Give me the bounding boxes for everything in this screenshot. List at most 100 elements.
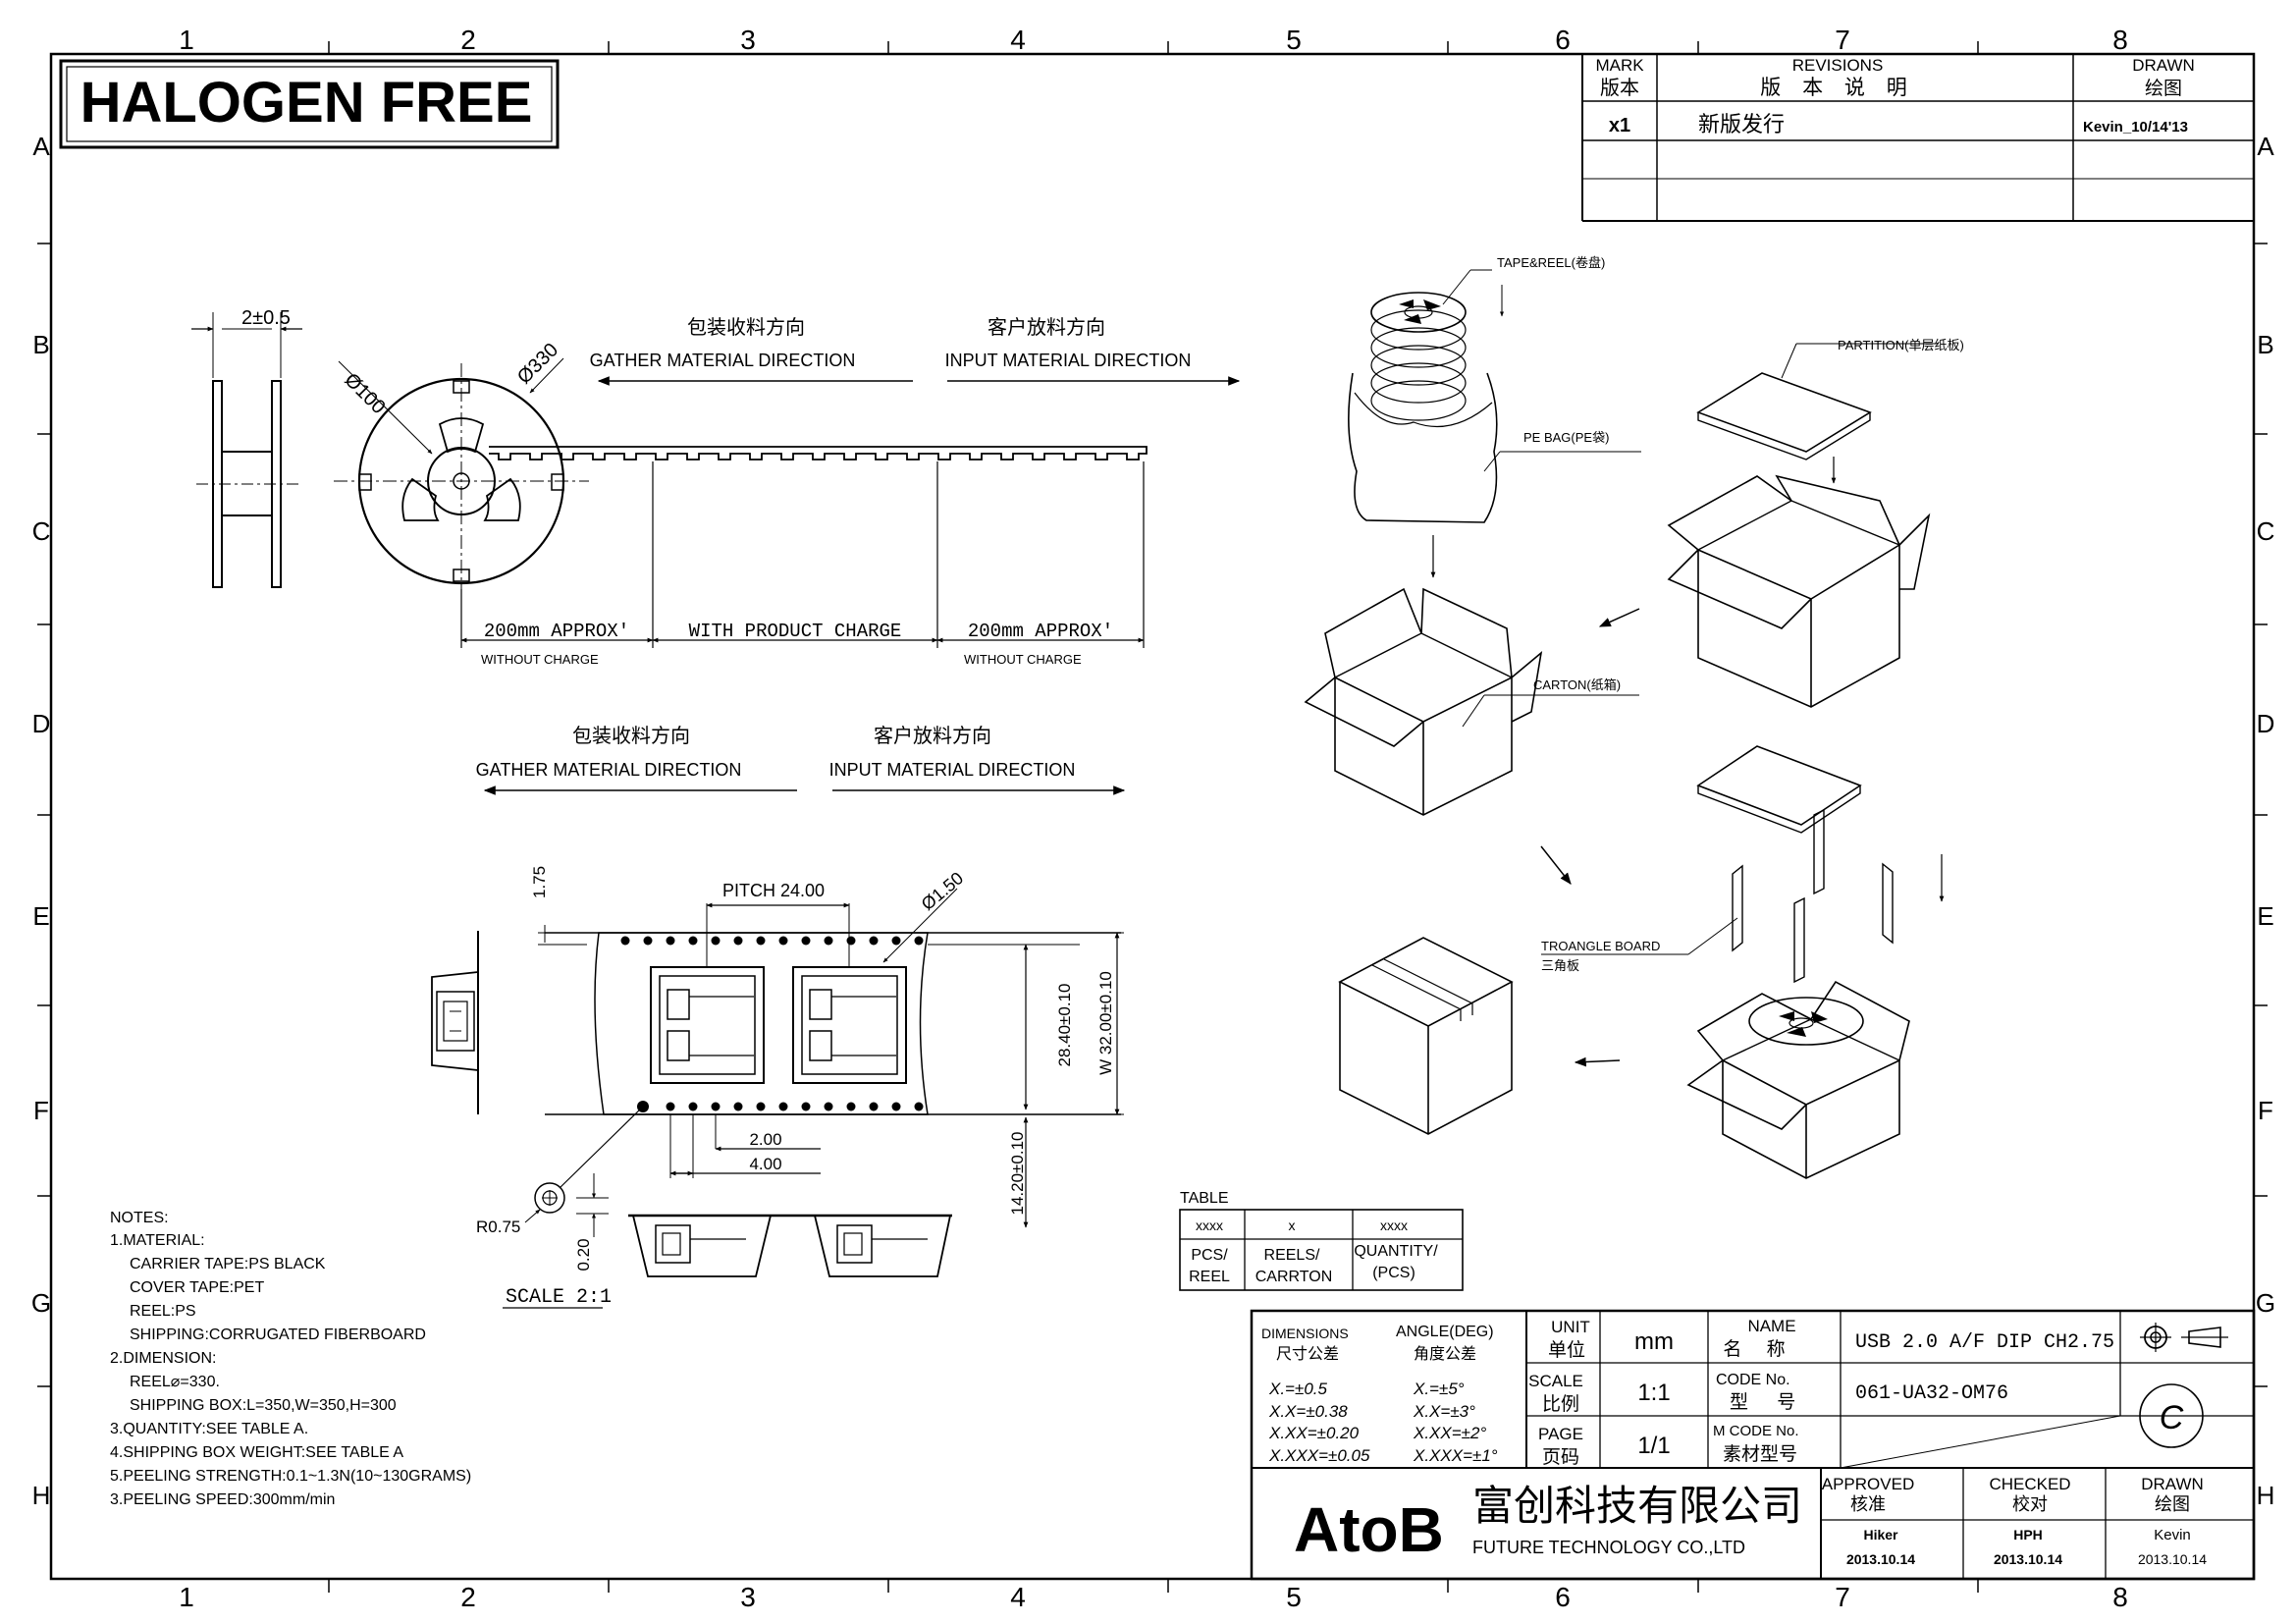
- dim-reel-diameter: Ø330: [513, 339, 562, 388]
- tb-dimensions: DIMENSIONS: [1261, 1326, 1349, 1341]
- reel-direction-labels: 包装收料方向 GATHER MATERIAL DIRECTION 客户放料方向 …: [590, 316, 1241, 386]
- tb-checked-cn: 校对: [2012, 1494, 2048, 1514]
- rev-mark-header: MARK: [1595, 56, 1644, 75]
- dim-020: 0.20: [574, 1238, 593, 1271]
- note-heading: NOTES:: [110, 1210, 169, 1226]
- grid-row-label: H: [2257, 1481, 2275, 1510]
- grid-row-label: A: [32, 132, 50, 161]
- dim-tape-width: W 32.00±0.10: [1096, 971, 1115, 1075]
- reel-side-view: 2±0.5: [191, 307, 302, 588]
- grid-row-label: F: [2258, 1096, 2273, 1125]
- grid-column-labels-bottom: 1 2 3 4 5 6 7 8: [179, 1582, 2128, 1612]
- table-cell: REELS/: [1264, 1247, 1320, 1264]
- tb-unit: UNIT: [1551, 1318, 1590, 1336]
- grid-row-labels-right: A B C D E F G H: [2256, 132, 2275, 1510]
- input-direction-cn: 客户放料方向: [988, 316, 1105, 339]
- tape-pocket: [650, 966, 765, 1084]
- grid-col-label: 2: [460, 25, 476, 55]
- leader-left-sub: WITHOUT CHARGE: [481, 652, 599, 667]
- open-carton: [1667, 474, 1931, 708]
- rev-desc-header: REVISIONS: [1792, 56, 1884, 75]
- tb-linear-tol: X.XX=±0.20: [1268, 1424, 1360, 1442]
- dim-hole: Ø1.50: [918, 868, 967, 914]
- carton-label: CARTON(纸箱): [1533, 677, 1621, 692]
- grid-row-label: C: [32, 516, 51, 546]
- grid-row-label: C: [2257, 516, 2275, 546]
- grid-col-label: 5: [1286, 25, 1302, 55]
- carrier-tape-section-view: [628, 1214, 952, 1277]
- tape-reel-label: TAPE&REEL(卷盘): [1497, 255, 1605, 270]
- halogen-free-banner: HALOGEN FREE: [59, 59, 560, 149]
- gather-direction-cn: 包装收料方向: [687, 316, 805, 339]
- notes-block: NOTES: 1.MATERIAL: CARRIER TAPE:PS BLACK…: [110, 1210, 471, 1508]
- banner-text: HALOGEN FREE: [80, 71, 533, 135]
- company-logo: AtoB: [1294, 1494, 1444, 1565]
- grid-row-label: G: [2256, 1288, 2275, 1318]
- reel-tape-strip: 200mm APPROX' WITHOUT CHARGE WITH PRODUC…: [460, 446, 1148, 667]
- carrier-tape-top-view: PITCH 24.00 Ø1.50 1.75 W 32.00±0.10 28.4…: [476, 866, 1124, 1309]
- note-line: SHIPPING BOX:L=350,W=350,H=300: [130, 1397, 397, 1414]
- dim-radius: R0.75: [476, 1218, 520, 1236]
- note-line: 3.QUANTITY:SEE TABLE A.: [110, 1421, 308, 1437]
- title-block: DIMENSIONS 尺寸公差 ANGLE(DEG) 角度公差 X.=±0.5 …: [1250, 1309, 2256, 1581]
- table-cell: REEL: [1189, 1269, 1230, 1285]
- tb-approved-date: 2013.10.14: [1846, 1551, 1915, 1567]
- note-line: REEL⌀=330.: [130, 1374, 220, 1390]
- tb-drawn-by: Kevin: [2154, 1527, 2191, 1543]
- quantity-table: TABLE xxxx x xxxx PCS/ REELS/ QUANTITY/ …: [1179, 1190, 1464, 1291]
- tb-scale-cn: 比例: [1542, 1393, 1579, 1415]
- tb-code-cn: 型 号: [1730, 1391, 1807, 1413]
- grid-row-label: D: [2257, 709, 2275, 738]
- table-cell: CARRTON: [1255, 1269, 1333, 1285]
- tb-unit-cn: 单位: [1548, 1339, 1585, 1361]
- grid-row-label: G: [31, 1288, 51, 1318]
- company-name-cn: 富创科技有限公司: [1472, 1483, 1802, 1529]
- pe-bag-label: PE BAG(PE袋): [1523, 430, 1609, 445]
- leader-right-label: 200mm APPROX': [968, 621, 1113, 642]
- rev-mark-value: x1: [1609, 115, 1630, 136]
- tb-drawn: DRAWN: [2141, 1475, 2204, 1493]
- grid-col-label: 1: [179, 25, 194, 55]
- input-direction: INPUT MATERIAL DIRECTION: [945, 351, 1192, 370]
- note-line: REEL:PS: [130, 1303, 196, 1320]
- dim-2840: 28.40±0.10: [1055, 984, 1074, 1067]
- tb-scale-value: 1:1: [1637, 1380, 1670, 1406]
- tb-checked: CHECKED: [1989, 1475, 2070, 1493]
- tape-direction-labels: 包装收料方向 GATHER MATERIAL DIRECTION 客户放料方向 …: [476, 725, 1126, 795]
- dim-reel-width: 2±0.5: [241, 307, 291, 329]
- packaging-illustration: TAPE&REEL(卷盘) PE BAG(PE袋) PARTITION(单层纸板…: [1304, 255, 1964, 1179]
- rev-drawn-header: DRAWN: [2132, 56, 2195, 75]
- dim-edge-175: 1.75: [530, 866, 549, 898]
- grid-col-label: 6: [1555, 1582, 1571, 1612]
- tb-code: CODE No.: [1716, 1372, 1790, 1388]
- tb-linear-tol: X.=±0.5: [1268, 1380, 1327, 1398]
- dim-1420: 14.20±0.10: [1008, 1132, 1027, 1216]
- tape-pocket: [792, 966, 907, 1084]
- projection-symbol-icon: [2140, 1323, 2228, 1352]
- dim-200: 2.00: [749, 1130, 781, 1149]
- grid-row-label: E: [2257, 901, 2273, 931]
- tape-input: INPUT MATERIAL DIRECTION: [829, 760, 1076, 780]
- note-line: 1.MATERIAL:: [110, 1232, 205, 1249]
- tb-unit-value: mm: [1634, 1328, 1674, 1355]
- tb-name-value: USB 2.0 A/F DIP CH2.75: [1855, 1331, 2114, 1354]
- tb-revision-letter: C: [2160, 1399, 2184, 1436]
- table-title: TABLE: [1180, 1190, 1229, 1207]
- reel-stack-in-bag: [1348, 285, 1504, 523]
- grid-row-label: A: [2257, 132, 2274, 161]
- tb-angular-tol: X.X=±3°: [1413, 1402, 1475, 1421]
- company-name-en: FUTURE TECHNOLOGY CO.,LTD: [1472, 1538, 1745, 1557]
- dim-hub-diameter: Ø100: [340, 369, 389, 418]
- grid-col-label: 7: [1835, 25, 1850, 55]
- grid-row-label: D: [32, 709, 51, 738]
- product-section-label: WITH PRODUCT CHARGE: [689, 621, 902, 642]
- grid-row-label: B: [32, 330, 49, 359]
- grid-row-label: F: [33, 1096, 49, 1125]
- table-cell: (PCS): [1372, 1265, 1415, 1281]
- table-cell: xxxx: [1196, 1218, 1223, 1233]
- rev-desc-header-cn: 版 本 说 明: [1760, 77, 1915, 99]
- tb-page: PAGE: [1538, 1425, 1583, 1443]
- carton-with-reels: [1304, 587, 1543, 816]
- leader-right-sub: WITHOUT CHARGE: [964, 652, 1082, 667]
- grid-column-labels-top: 1 2 3 4 5 6 7 8: [179, 25, 2128, 55]
